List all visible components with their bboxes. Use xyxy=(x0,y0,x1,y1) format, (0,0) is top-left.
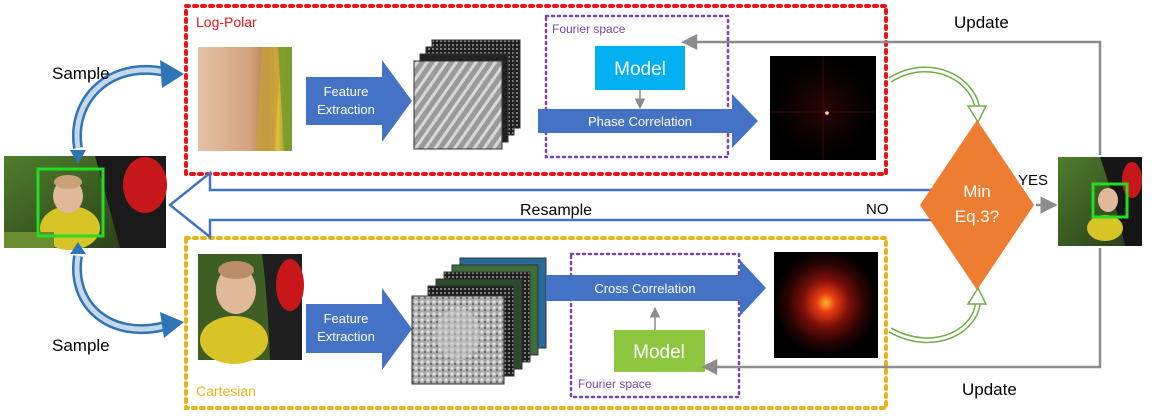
update-label-top: Update xyxy=(954,13,1009,32)
update-label-bottom: Update xyxy=(962,380,1017,399)
phase-response-map xyxy=(770,56,876,160)
sample-label-bottom: Sample xyxy=(52,336,110,355)
decision-label-line1: Min xyxy=(963,182,990,201)
feature-map-stack-bottom xyxy=(411,257,547,385)
logpolar-label: Log-Polar xyxy=(196,14,257,30)
fourier-space-label-top: Fourier space xyxy=(552,22,626,36)
fourier-space-label-bottom: Fourier space xyxy=(578,377,652,391)
svg-text:Extraction: Extraction xyxy=(317,329,375,344)
logpolar-branch-box xyxy=(184,4,888,176)
sample-arrow-bottom xyxy=(70,242,184,338)
resample-label: Resample xyxy=(520,202,592,219)
svg-text:Cross Correlation: Cross Correlation xyxy=(594,281,695,296)
update-arrow-bottom xyxy=(701,248,1102,376)
output-frame-image xyxy=(1058,157,1142,246)
sample-label-top: Sample xyxy=(52,64,110,83)
cartesian-label: Cartesian xyxy=(196,383,256,399)
resample-arrow xyxy=(167,170,934,240)
target-bbox-output xyxy=(1091,182,1129,219)
cartesian-patch-image xyxy=(198,254,304,364)
phase-correlation-arrow: Phase Correlation xyxy=(538,94,758,148)
logpolar-patch-image xyxy=(198,47,292,151)
feature-extraction-arrow-top: Feature Extraction xyxy=(306,60,412,142)
fourier-space-box-top xyxy=(544,14,730,159)
svg-text:Extraction: Extraction xyxy=(317,102,375,117)
feature-map-stack-top xyxy=(413,39,521,150)
input-frame-image xyxy=(4,156,167,250)
yes-label: YES xyxy=(1018,172,1048,189)
model-box-bottom xyxy=(614,330,705,372)
svg-text:Feature: Feature xyxy=(324,84,369,99)
no-label: NO xyxy=(866,201,889,218)
decision-diamond xyxy=(920,120,1034,290)
cartesian-branch-box xyxy=(184,236,888,410)
svg-text:Phase Correlation: Phase Correlation xyxy=(588,114,692,129)
model-box-top xyxy=(595,46,685,90)
update-arrow-top xyxy=(681,33,1102,155)
decision-label-line2: Eq.3? xyxy=(955,207,999,226)
svg-text:Feature: Feature xyxy=(324,311,369,326)
model-label-top: Model xyxy=(614,59,666,80)
fourier-space-box-bottom xyxy=(569,252,741,399)
response-to-decision-arrow-bottom xyxy=(888,286,988,344)
sample-arrow-top xyxy=(70,60,184,164)
response-to-decision-arrow-top xyxy=(888,66,988,124)
model-label-bottom: Model xyxy=(633,342,685,363)
feature-extraction-arrow-bottom: Feature Extraction xyxy=(306,288,412,370)
target-bbox-input xyxy=(36,167,105,238)
cross-correlation-arrow: Cross Correlation xyxy=(546,260,766,316)
cross-response-map xyxy=(774,252,878,358)
